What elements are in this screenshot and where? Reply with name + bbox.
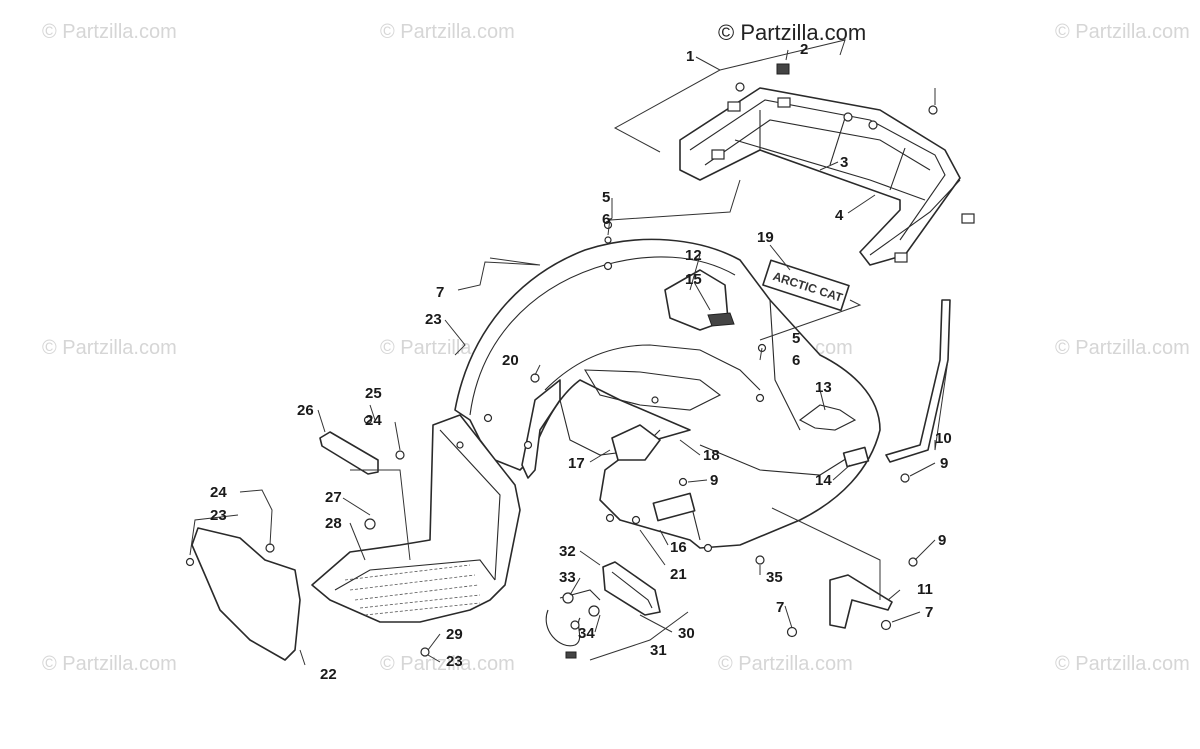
watermark: © Partzilla.com xyxy=(1055,337,1190,359)
callout-32: 32 xyxy=(559,543,576,560)
screw xyxy=(395,450,405,460)
callout-28: 28 xyxy=(325,515,342,532)
washer xyxy=(928,105,938,115)
callout-21: 21 xyxy=(670,566,687,583)
callout-23: 23 xyxy=(446,653,463,670)
screw xyxy=(363,415,373,425)
mud-flap-bracket xyxy=(829,574,893,629)
callout-2: 2 xyxy=(800,41,808,58)
watermark: © Partzilla.com xyxy=(1055,653,1190,675)
floor-bracket xyxy=(319,431,379,475)
callout-4: 4 xyxy=(835,207,844,224)
callout-30: 30 xyxy=(678,625,695,642)
callout-6: 6 xyxy=(792,352,800,369)
watermark: © Partzilla.com xyxy=(380,21,515,43)
callout-5: 5 xyxy=(602,189,610,206)
watermark: © Partzilla.com xyxy=(718,653,853,675)
rack-support-bar xyxy=(885,299,951,463)
arctic-cat-decal: ARCTIC CAT xyxy=(762,259,850,312)
callout-22: 22 xyxy=(320,666,337,683)
callout-20: 20 xyxy=(502,352,519,369)
callout-7: 7 xyxy=(776,599,784,616)
callout-33: 33 xyxy=(559,569,576,586)
callout-31: 31 xyxy=(650,642,667,659)
callout-14: 14 xyxy=(815,472,832,489)
washer xyxy=(185,557,195,567)
screw xyxy=(530,373,540,383)
watermark: © Partzilla.com xyxy=(1055,21,1190,43)
callout-3: 3 xyxy=(840,154,848,171)
watermark: © Partzilla.com xyxy=(380,653,515,675)
callout-7: 7 xyxy=(436,284,444,301)
callout-10: 10 xyxy=(935,430,952,447)
fastener xyxy=(678,477,688,487)
watermark-layer: © Partzilla.com © Partzilla.com © Partzi… xyxy=(42,21,1190,675)
callout-16: 16 xyxy=(670,539,687,556)
tail-light-assembly xyxy=(545,561,661,659)
nut xyxy=(786,626,798,638)
callout-19: 19 xyxy=(757,229,774,246)
callout-23: 23 xyxy=(210,507,227,524)
callout-6: 6 xyxy=(602,211,610,228)
rack-nut xyxy=(776,63,790,75)
callout-29: 29 xyxy=(446,626,463,643)
brand-title: © Partzilla.com xyxy=(718,20,866,45)
nut xyxy=(880,619,892,631)
fastener xyxy=(755,555,765,565)
watermark: © Partzilla.com xyxy=(42,21,177,43)
fastener xyxy=(631,515,641,525)
callout-15: 15 xyxy=(685,271,702,288)
callout-27: 27 xyxy=(325,489,342,506)
callout-5: 5 xyxy=(792,330,800,347)
footwell-floorboard xyxy=(311,414,521,623)
watermark: © Partzilla.com xyxy=(42,653,177,675)
callout-26: 26 xyxy=(297,402,314,419)
callout-23: 23 xyxy=(425,311,442,328)
side-splash-panel xyxy=(191,527,301,661)
rear-rack xyxy=(679,87,975,266)
callout-7: 7 xyxy=(925,604,933,621)
callout-labels: 1 2 3 4 5 6 7 23 19 12 15 20 5 6 26 25 2… xyxy=(210,41,952,683)
screw xyxy=(265,543,275,553)
callout-9: 9 xyxy=(710,472,718,489)
callout-24: 24 xyxy=(210,484,227,501)
callout-13: 13 xyxy=(815,379,832,396)
watermark: © Partzilla.com xyxy=(42,337,177,359)
callout-1: 1 xyxy=(686,48,694,65)
callout-25: 25 xyxy=(365,385,382,402)
callout-24: 24 xyxy=(365,412,382,429)
callout-17: 17 xyxy=(568,455,585,472)
callout-34: 34 xyxy=(578,625,595,642)
rear-fender xyxy=(454,238,881,553)
callout-9: 9 xyxy=(940,455,948,472)
callout-12: 12 xyxy=(685,247,702,264)
rack-bolt xyxy=(735,82,745,92)
callout-18: 18 xyxy=(703,447,720,464)
washer xyxy=(604,236,612,244)
washer xyxy=(900,473,910,483)
fastener xyxy=(364,518,376,530)
leader-lines xyxy=(189,39,949,666)
callout-11: 11 xyxy=(917,581,933,598)
callout-9: 9 xyxy=(938,532,946,549)
fastener xyxy=(420,647,430,657)
callout-35: 35 xyxy=(766,569,783,586)
